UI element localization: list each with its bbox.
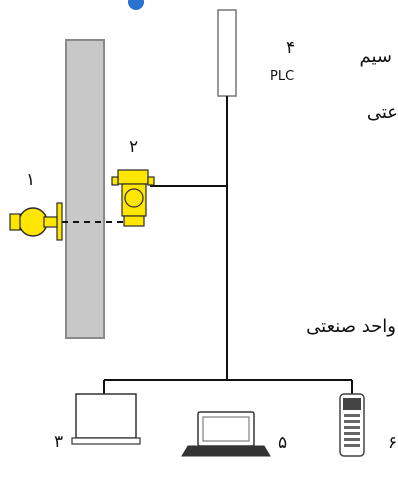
plc-module-icon [217,9,237,97]
label-device-3: ۳ [54,432,64,452]
text-seem: سیم [359,46,393,67]
flow-transmitter-icon [111,169,155,227]
text-vahed-sanati: واحد صنعتی [306,316,396,337]
label-device-2: ۲ [129,137,139,157]
accent-dot [128,0,144,10]
label-device-5: ۵ [278,433,288,453]
plc-label: PLC [270,69,295,84]
text-sanati-partial: عتی [366,102,398,123]
label-device-6: ۶ [388,433,398,453]
pipe [65,39,105,339]
handheld-communicator-icon [339,393,365,457]
laptop-icon [181,411,271,457]
pressure-gauge-icon [9,202,63,241]
label-device-4: ۴ [286,38,296,58]
monitor-icon [71,393,141,445]
label-device-1: ۱ [26,170,36,190]
